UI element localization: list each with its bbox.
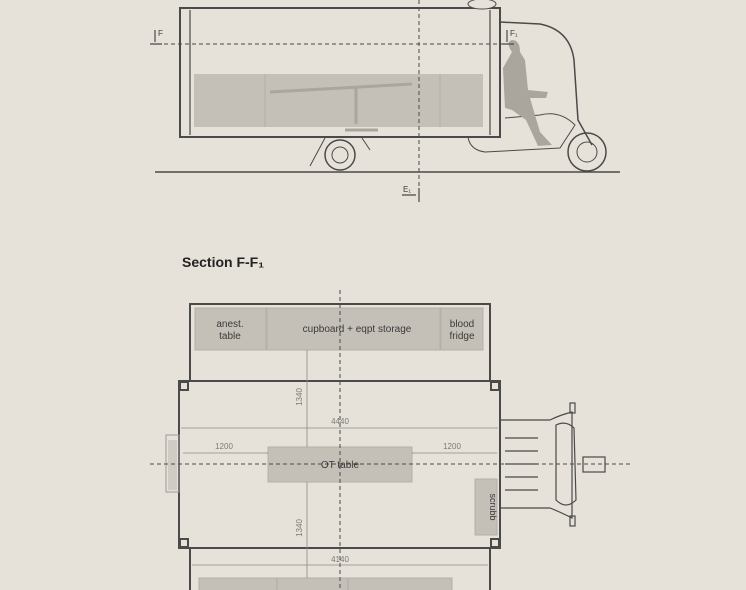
anest-table-label-1: anest.: [216, 319, 243, 330]
section-title: Section F-F₁: [182, 254, 264, 270]
dim-left-gap: 1200: [215, 442, 233, 451]
dim-top-length: 4440: [331, 417, 349, 426]
blood-fridge-label-2: fridge: [449, 331, 474, 342]
dim-upper-clearance: 1340: [295, 388, 304, 406]
roof-light: [467, 0, 497, 10]
side-elevation: [150, 0, 620, 202]
lower-extension: [189, 548, 491, 590]
dim-right-gap: 1200: [443, 442, 461, 451]
section-mark-f: F: [158, 29, 163, 38]
front-wheel: [567, 132, 607, 172]
interior-cabinets: [194, 74, 483, 127]
dim-bottom-length: 4140: [331, 555, 349, 564]
dim-lower-clearance: 1340: [295, 519, 304, 537]
rear-wheel: [324, 139, 356, 171]
cupboard-label: cupboard + eqpt storage: [303, 324, 412, 335]
scrubb-label: scrubb: [488, 493, 498, 520]
ot-table-side: [269, 82, 413, 132]
front-axle: [582, 456, 606, 473]
blood-fridge-label-1: blood: [450, 319, 474, 330]
section-mark-f1: F₁: [510, 29, 518, 38]
plan-view: [150, 290, 630, 590]
rider-silhouette: [503, 40, 552, 146]
cabinet-cupboard: [266, 307, 441, 351]
anest-table-label-2: table: [219, 331, 241, 342]
cabinet-anest-table: [194, 307, 267, 351]
windshield: [555, 422, 577, 506]
scrubb-sink: [474, 478, 498, 536]
van-box: [179, 7, 501, 138]
canopy: [499, 21, 593, 146]
tricycle-front: [500, 402, 606, 527]
cabinet-blood-fridge: [440, 307, 484, 351]
section-mark-e1: E₁: [403, 185, 411, 194]
ot-table-label: OT table: [321, 460, 360, 471]
